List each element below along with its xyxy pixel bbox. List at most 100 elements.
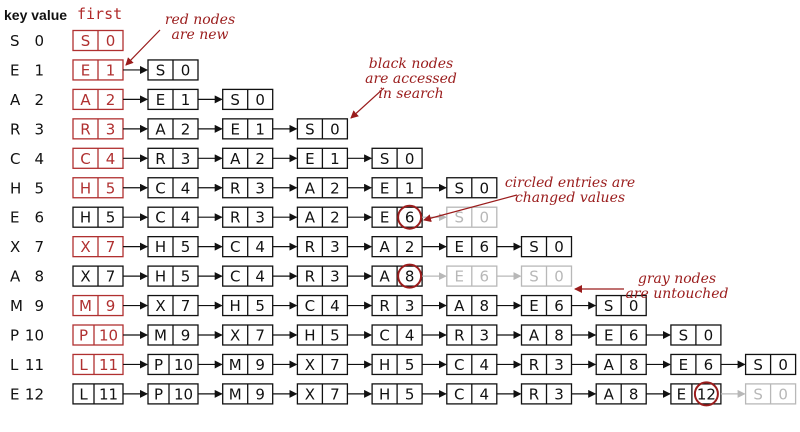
row-key-label: M (10, 297, 23, 315)
node-value: 3 (330, 238, 340, 256)
row-key-label: R (10, 120, 20, 138)
row-key-label: H (10, 179, 21, 197)
node-value: 12 (697, 385, 716, 403)
node-key: X (305, 356, 315, 374)
node-value: 6 (480, 238, 490, 256)
node-key: M (229, 356, 242, 374)
annotation-black-line1: black nodes (369, 56, 453, 72)
node-value: 6 (554, 297, 564, 315)
node-key: X (80, 238, 90, 256)
node-value: 4 (405, 327, 415, 345)
node-key: S (529, 268, 539, 286)
annotation-gray-line1: gray nodes (638, 271, 716, 287)
node-key: M (79, 297, 92, 315)
node-key: R (230, 209, 240, 227)
node-value: 3 (554, 356, 564, 374)
node-value: 2 (330, 179, 340, 197)
node-key: C (230, 268, 240, 286)
node-value: 6 (704, 356, 714, 374)
node-value: 0 (480, 179, 490, 197)
node-value: 11 (99, 356, 118, 374)
node-value: 3 (554, 385, 564, 403)
node-value: 4 (181, 209, 191, 227)
node-value: 4 (480, 356, 490, 374)
node-value: 6 (629, 327, 639, 345)
node-key: H (379, 356, 390, 374)
row-key-label: S (10, 32, 20, 50)
node-value: 4 (330, 297, 340, 315)
row-key-label: L (10, 356, 19, 374)
node-key: C (155, 179, 165, 197)
node-key: P (79, 327, 88, 345)
annotation-red-nodes: red nodes are new (125, 12, 235, 66)
annotation-circled-arrow (423, 194, 518, 223)
node-value: 2 (330, 209, 340, 227)
node-value: 8 (629, 385, 639, 403)
node-key: C (80, 150, 90, 168)
node-key: S (753, 356, 763, 374)
node-key: S (604, 297, 614, 315)
node-value: 8 (480, 297, 490, 315)
annotation-black-line3: in search (378, 86, 443, 102)
header-first: first (77, 5, 122, 23)
annotation-gray-nodes: gray nodes are untouched (574, 271, 729, 302)
node-value: 0 (778, 356, 788, 374)
annotation-black-arrow (350, 87, 385, 119)
row-value-label: 5 (34, 179, 44, 197)
node-key: P (154, 385, 163, 403)
row-value-label: 9 (34, 297, 44, 315)
row-value-label: 1 (34, 61, 44, 79)
node-value: 4 (480, 385, 490, 403)
node-key: E (81, 61, 90, 79)
node-value: 5 (181, 238, 191, 256)
node-key: S (753, 385, 763, 403)
row-value-label: 10 (25, 327, 44, 345)
node-key: H (80, 179, 91, 197)
node-value: 0 (405, 150, 415, 168)
row-value-label: 12 (25, 385, 44, 403)
node-key: A (155, 120, 166, 138)
node-key: S (455, 209, 465, 227)
node-value: 7 (181, 297, 191, 315)
node-value: 1 (255, 120, 265, 138)
node-value: 0 (106, 32, 116, 50)
node-key: X (305, 385, 315, 403)
row-value-label: 0 (34, 32, 44, 50)
node-key: A (454, 297, 465, 315)
node-value: 2 (255, 150, 265, 168)
node-key: E (455, 238, 464, 256)
node-key: E (455, 268, 464, 286)
node-key: C (454, 385, 464, 403)
node-value: 6 (405, 209, 415, 227)
node-value: 3 (330, 268, 340, 286)
node-value: 3 (480, 327, 490, 345)
node-value: 0 (554, 268, 564, 286)
node-value: 4 (181, 179, 191, 197)
